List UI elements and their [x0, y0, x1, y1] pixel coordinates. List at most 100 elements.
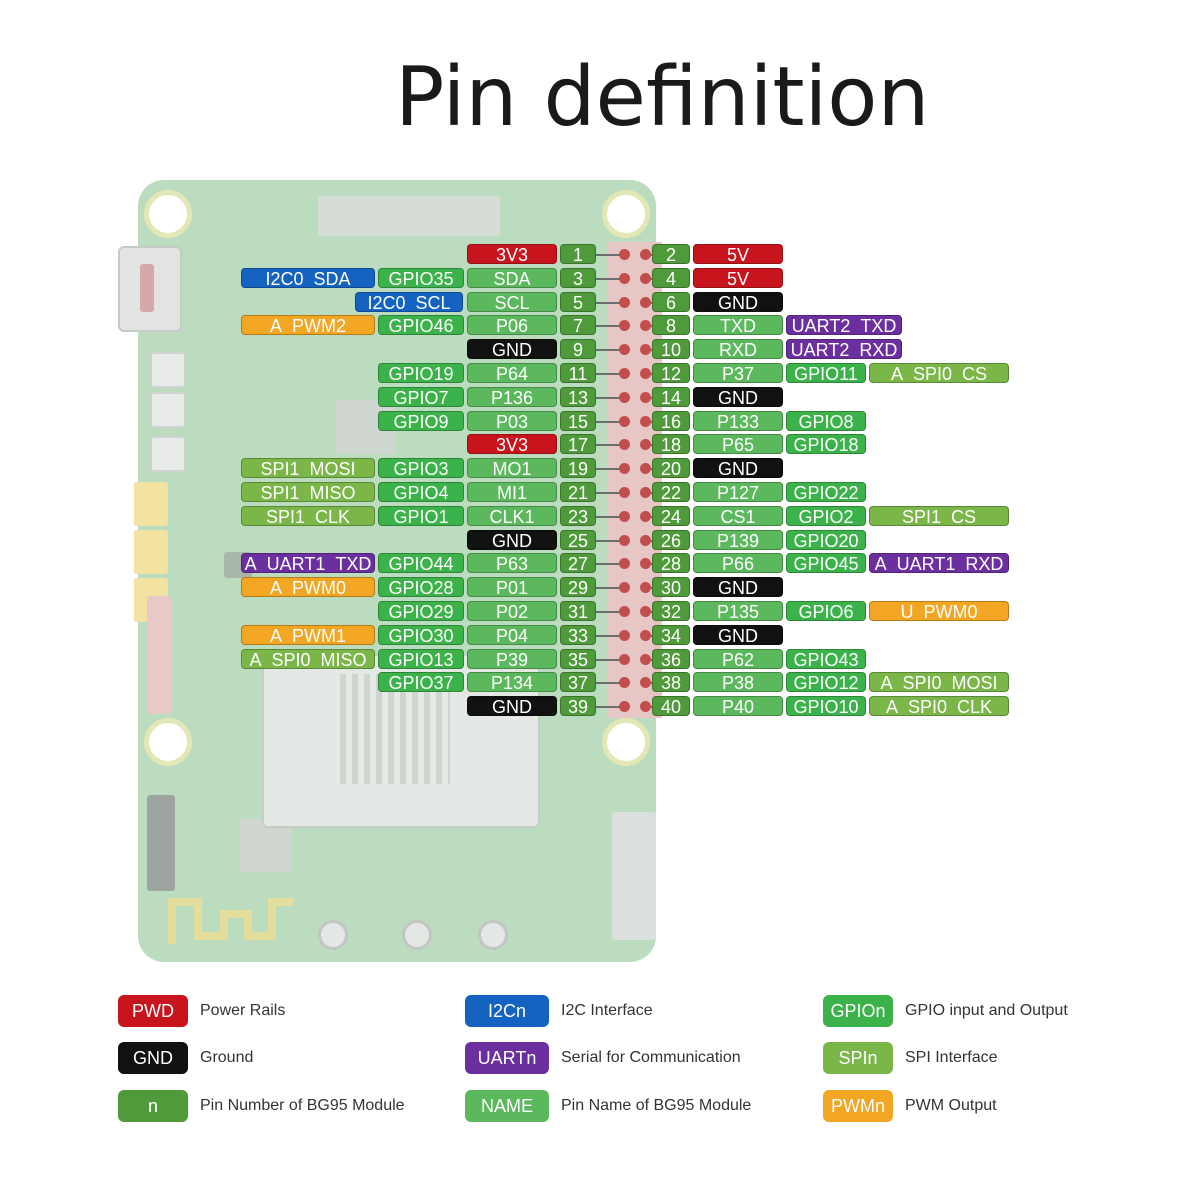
pin-name-label: P64	[467, 363, 557, 383]
pin-name-label: MI1	[467, 482, 557, 502]
header-pad-even	[640, 273, 651, 284]
pin-number-label: 6	[652, 292, 690, 312]
legend-swatch: PWMn	[823, 1090, 893, 1122]
pin-number-label: 7	[560, 315, 596, 335]
pin-name-label: P03	[467, 411, 557, 431]
header-pad-even	[640, 439, 651, 450]
function-label: I2C0_SDA	[241, 268, 375, 288]
header-pad-odd	[619, 368, 630, 379]
legend-label: SPI Interface	[905, 1049, 998, 1066]
jumper	[134, 482, 168, 526]
pin-name-label: P136	[467, 387, 557, 407]
pin-name-label: P40	[693, 696, 783, 716]
pin-number-label: 31	[560, 601, 596, 621]
header-pad-odd	[619, 297, 630, 308]
pin-name-label: 5V	[693, 244, 783, 264]
pin-number-label: 15	[560, 411, 596, 431]
gpio-label: GPIO19	[378, 363, 464, 383]
header-pad-even	[640, 535, 651, 546]
function-label: A_SPI0_CLK	[869, 696, 1009, 716]
function-label: A_UART1_RXD	[869, 553, 1009, 573]
wifi-antenna-icon	[168, 898, 294, 944]
header-pad-odd	[619, 677, 630, 688]
gpio-label: GPIO2	[786, 506, 866, 526]
legend-label: GPIO input and Output	[905, 1002, 1068, 1019]
legend-swatch: GND	[118, 1042, 188, 1074]
header-pad-even	[640, 368, 651, 379]
pin-name-label: SCL	[467, 292, 557, 312]
function-label: UART2_TXD	[786, 315, 902, 335]
pin-number-label: 24	[652, 506, 690, 526]
pin-number-label: 36	[652, 649, 690, 669]
gpio-label: GPIO37	[378, 672, 464, 692]
header-pad-odd	[619, 463, 630, 474]
gpio-header	[608, 242, 662, 718]
header-pad-even	[640, 582, 651, 593]
pin-wire	[596, 587, 620, 589]
pin-name-label: MO1	[467, 458, 557, 478]
header-pad-odd	[619, 416, 630, 427]
header-pad-even	[640, 344, 651, 355]
header-pad-odd	[619, 630, 630, 641]
function-label: SPI1_MOSI	[241, 458, 375, 478]
pin-wire	[596, 397, 620, 399]
pin-name-label: RXD	[693, 339, 783, 359]
legend-label: PWM Output	[905, 1097, 997, 1114]
gpio-label: GPIO4	[378, 482, 464, 502]
function-label: A_PWM2	[241, 315, 375, 335]
pin-wire	[596, 325, 620, 327]
page-title: Pin definition	[395, 50, 930, 145]
pin-name-label: GND	[693, 387, 783, 407]
gpio-label: GPIO28	[378, 577, 464, 597]
pin-name-label: CS1	[693, 506, 783, 526]
pin-wire	[596, 563, 620, 565]
gpio-label: GPIO7	[378, 387, 464, 407]
pin-header	[147, 795, 175, 891]
pin-name-label: SDA	[467, 268, 557, 288]
pin-wire	[596, 421, 620, 423]
function-label: A_PWM0	[241, 577, 375, 597]
jumper	[134, 530, 168, 574]
pin-number-label: 34	[652, 625, 690, 645]
pin-number-label: 35	[560, 649, 596, 669]
pin-number-label: 13	[560, 387, 596, 407]
pin-number-label: 23	[560, 506, 596, 526]
gpio-label: GPIO11	[786, 363, 866, 383]
pin-name-label: P39	[467, 649, 557, 669]
pin-name-label: 3V3	[467, 434, 557, 454]
header-pad-even	[640, 654, 651, 665]
pin-number-label: 5	[560, 292, 596, 312]
pin-name-label: GND	[467, 339, 557, 359]
pin-wire	[596, 349, 620, 351]
pin-name-label: GND	[693, 292, 783, 312]
usb-c-connector	[118, 246, 182, 332]
pin-number-label: 27	[560, 553, 596, 573]
mounting-hole	[602, 190, 650, 238]
function-label: UART2_RXD	[786, 339, 902, 359]
pin-name-label: P38	[693, 672, 783, 692]
pin-name-label: P02	[467, 601, 557, 621]
pin-name-label: TXD	[693, 315, 783, 335]
pin-name-label: P66	[693, 553, 783, 573]
header-pad-even	[640, 297, 651, 308]
pin-number-label: 1	[560, 244, 596, 264]
gpio-label: GPIO43	[786, 649, 866, 669]
legend-label: Power Rails	[200, 1002, 286, 1019]
header-pad-odd	[619, 439, 630, 450]
pin-wire	[596, 444, 620, 446]
legend-swatch: SPIn	[823, 1042, 893, 1074]
header-pad-odd	[619, 487, 630, 498]
header-pad-odd	[619, 511, 630, 522]
pin-number-label: 30	[652, 577, 690, 597]
gpio-label: GPIO8	[786, 411, 866, 431]
mounting-hole	[602, 718, 650, 766]
pin-wire	[596, 706, 620, 708]
header-pad-even	[640, 511, 651, 522]
legend-label: I2C Interface	[561, 1002, 653, 1019]
pin-wire	[596, 302, 620, 304]
pin-number-label: 22	[652, 482, 690, 502]
legend-swatch: NAME	[465, 1090, 549, 1122]
pin-number-label: 3	[560, 268, 596, 288]
pin-number-label: 8	[652, 315, 690, 335]
pin-name-label: GND	[693, 625, 783, 645]
